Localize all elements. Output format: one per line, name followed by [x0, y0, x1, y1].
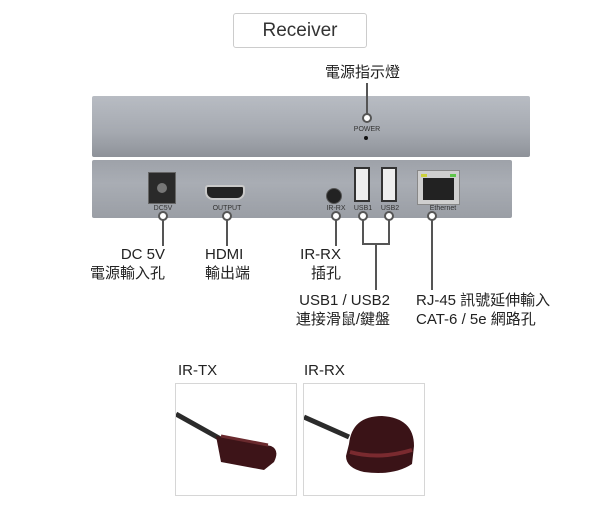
device-top-panel — [92, 96, 530, 157]
ir-callout-line — [335, 216, 337, 246]
ethernet-callout-line2: CAT-6 / 5e 網路孔 — [416, 311, 536, 328]
usb1-callout-dot — [358, 211, 368, 221]
usb-callout-line — [375, 243, 377, 290]
ir-callout-line1: IR-RX — [300, 246, 341, 263]
usb1-callout-line — [362, 216, 364, 244]
usb-callout: USB1 / USB2 連接滑鼠/鍵盤 — [296, 291, 390, 329]
ir-rx-jack — [326, 188, 342, 204]
usb1-port — [354, 167, 370, 202]
ir-tx-photo — [174, 383, 297, 496]
usb-callout-line1: USB1 / USB2 — [299, 292, 390, 309]
power-callout-line — [366, 83, 368, 118]
usb2-port — [381, 167, 397, 202]
dc-callout-line — [162, 216, 164, 246]
hdmi-callout-line — [226, 216, 228, 246]
ir-callout-dot — [331, 211, 341, 221]
dc-callout-line2: 電源輸入孔 — [89, 265, 165, 282]
power-led — [364, 136, 368, 140]
dc-port-label: DC5V — [153, 205, 173, 212]
ir-tx-label: IR-TX — [178, 362, 218, 379]
ir-port-label: IR-RX — [326, 205, 346, 212]
ir-callout-line2: 插孔 — [310, 265, 341, 282]
dc-jack-port — [148, 172, 176, 204]
ir-rx-label: IR-RX — [304, 362, 345, 379]
hdmi-port-label: OUTPUT — [212, 205, 242, 212]
dc-callout: DC 5V 電源輸入孔 — [90, 245, 165, 283]
hdmi-callout-line1: HDMI — [205, 246, 244, 263]
usb2-callout-dot — [384, 211, 394, 221]
ethernet-port-label: Ethernet — [429, 205, 457, 212]
ethernet-port — [417, 170, 460, 205]
usb2-callout-line — [388, 216, 390, 244]
hdmi-callout-line2: 輸出端 — [205, 265, 251, 282]
ir-callout: IR-RX 插孔 — [300, 245, 341, 283]
usb1-port-label: USB1 — [353, 205, 373, 212]
usb2-port-label: USB2 — [380, 205, 400, 212]
hdmi-port — [205, 185, 245, 200]
ethernet-callout-line — [431, 216, 433, 290]
power-callout-dot — [362, 113, 372, 123]
ethernet-callout-dot — [427, 211, 437, 221]
power-indicator-label: 電源指示燈 — [325, 64, 401, 81]
dc-callout-dot — [158, 211, 168, 221]
ethernet-callout: RJ-45 訊號延伸輸入 CAT-6 / 5e 網路孔 — [416, 291, 550, 329]
usb-callout-line2: 連接滑鼠/鍵盤 — [295, 311, 390, 328]
ethernet-callout-line1: RJ-45 訊號延伸輸入 — [416, 292, 551, 309]
power-label: POWER — [353, 126, 381, 133]
ir-rx-photo — [302, 383, 425, 496]
hdmi-callout: HDMI 輸出端 — [205, 245, 250, 283]
receiver-title: Receiver — [233, 13, 367, 48]
hdmi-callout-dot — [222, 211, 232, 221]
dc-callout-line1: DC 5V — [120, 246, 165, 263]
